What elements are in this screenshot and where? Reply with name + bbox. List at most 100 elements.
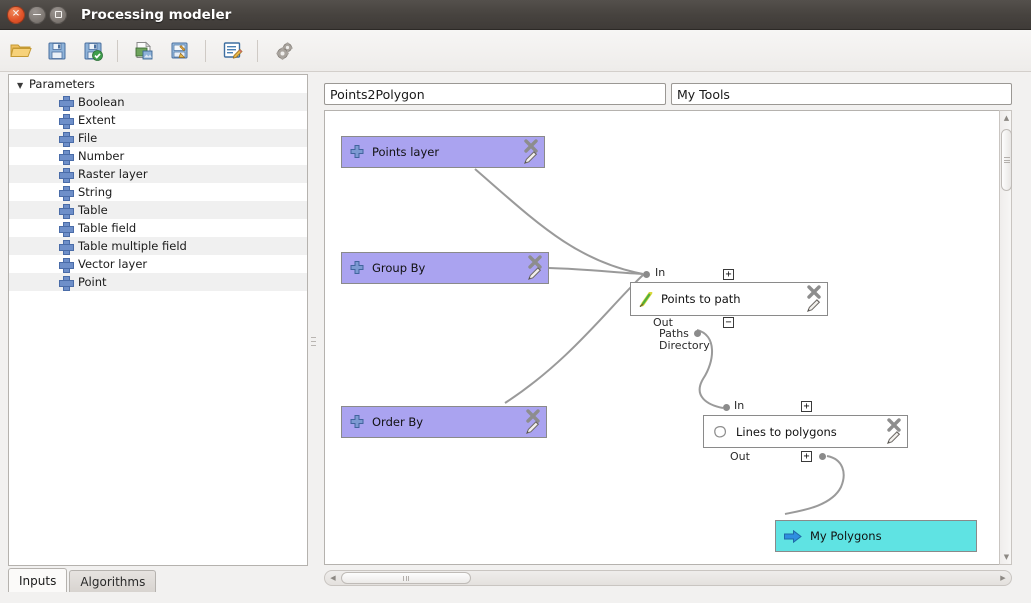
- title-bar: ✕ Processing modeler: [0, 0, 1031, 30]
- port-dot-ltp-in[interactable]: [723, 404, 730, 411]
- tree-item-point[interactable]: Point: [9, 273, 307, 291]
- edit-icon[interactable]: [805, 297, 822, 314]
- toolbar-separator: [117, 39, 118, 62]
- panel-splitter-handle[interactable]: [310, 325, 317, 357]
- run-model-button[interactable]: [270, 36, 300, 66]
- delete-icon[interactable]: [807, 285, 821, 299]
- tree-item-label: Table: [78, 203, 108, 217]
- port-label-ltp-in: In: [734, 399, 745, 412]
- splitter-grip-line: [311, 344, 316, 346]
- expander-ptp-out[interactable]: −: [723, 317, 734, 328]
- close-window-button[interactable]: ✕: [7, 5, 25, 24]
- node-points-layer-label: Points layer: [372, 145, 440, 159]
- edit-icon[interactable]: [524, 419, 541, 436]
- group-name-value: My Tools: [677, 86, 730, 102]
- tree-item-table[interactable]: Table: [9, 201, 307, 219]
- delete-icon[interactable]: [887, 418, 901, 432]
- close-icon: ✕: [11, 8, 21, 19]
- node-order-by[interactable]: Order By: [341, 406, 547, 438]
- export-image-button[interactable]: [130, 36, 160, 66]
- save-model-as-button[interactable]: [78, 36, 108, 66]
- toolbar-separator: [205, 39, 206, 62]
- node-lines-to-polygons[interactable]: Lines to polygons: [703, 415, 908, 448]
- window-controls: ✕: [7, 5, 67, 24]
- tree-item-file[interactable]: File: [9, 129, 307, 147]
- open-model-button[interactable]: [6, 36, 36, 66]
- link-points-layer-to-in: [474, 168, 644, 275]
- link-paths-to-lines-in: [696, 329, 724, 409]
- expander-ltp-out[interactable]: +: [801, 451, 812, 462]
- plus-parameter-icon: [350, 145, 364, 158]
- horizontal-scrollbar-thumb[interactable]: [341, 572, 471, 584]
- tree-item-raster-layer[interactable]: Raster layer: [9, 165, 307, 183]
- node-my-polygons[interactable]: My Polygons: [775, 520, 977, 552]
- tab-algorithms-label: Algorithms: [80, 574, 146, 589]
- tree-item-table-multiple-field[interactable]: Table multiple field: [9, 237, 307, 255]
- port-dot-ptp-in[interactable]: [643, 271, 650, 278]
- floppy-save-icon: [48, 42, 66, 59]
- plus-parameter-icon: [59, 239, 74, 255]
- model-name-input[interactable]: Points2Polygon: [324, 83, 666, 105]
- plus-parameter-icon: [59, 185, 74, 201]
- node-points-layer[interactable]: Points layer: [341, 136, 545, 168]
- vertical-scrollbar-thumb[interactable]: [1001, 129, 1012, 191]
- scrollbar-grip: [403, 575, 409, 581]
- tab-inputs[interactable]: Inputs: [8, 568, 68, 592]
- scroll-right-icon[interactable]: ▶: [1000, 574, 1006, 582]
- canvas-horizontal-scrollbar[interactable]: ◀ ▶: [324, 570, 1012, 586]
- tree-item-table-field[interactable]: Table field: [9, 219, 307, 237]
- splitter-grip-line: [311, 340, 316, 342]
- canvas-vertical-scrollbar[interactable]: ▲ ▼: [999, 110, 1012, 565]
- tree-item-number[interactable]: Number: [9, 147, 307, 165]
- tab-algorithms[interactable]: Algorithms: [69, 570, 157, 592]
- scrollbar-grip: [1003, 156, 1010, 165]
- group-name-input[interactable]: My Tools: [671, 83, 1012, 105]
- tree-item-string[interactable]: String: [9, 183, 307, 201]
- port-dot-ltp-out[interactable]: [819, 453, 826, 460]
- tree-item-extent[interactable]: Extent: [9, 111, 307, 129]
- link-order-by-to-in: [504, 274, 644, 404]
- maximize-icon: [54, 11, 62, 18]
- edit-icon[interactable]: [885, 429, 902, 446]
- tree-item-label: Boolean: [78, 95, 125, 109]
- plus-parameter-icon: [59, 257, 74, 273]
- tree-root-parameters[interactable]: ▼ Parameters: [9, 75, 307, 93]
- plus-parameter-icon: [350, 415, 364, 428]
- delete-icon[interactable]: [526, 409, 540, 423]
- minimize-icon: [33, 13, 41, 16]
- expander-ptp-in[interactable]: +: [723, 269, 734, 280]
- edit-help-button[interactable]: [218, 36, 248, 66]
- export-python-button[interactable]: [166, 36, 196, 66]
- node-group-by[interactable]: Group By: [341, 252, 549, 284]
- node-lines-to-polygons-label: Lines to polygons: [736, 424, 837, 439]
- maximize-window-button[interactable]: [49, 5, 67, 24]
- tree-item-vector-layer[interactable]: Vector layer: [9, 255, 307, 273]
- port-dot-ptp-out-paths[interactable]: [694, 330, 701, 337]
- link-group-by-to-in: [548, 267, 644, 275]
- scroll-left-icon[interactable]: ◀: [330, 574, 336, 582]
- node-group-by-label: Group By: [372, 261, 426, 275]
- delete-icon[interactable]: [524, 139, 538, 153]
- edit-icon[interactable]: [526, 265, 543, 282]
- export-script-icon: [171, 42, 188, 58]
- node-points-to-path-label: Points to path: [661, 292, 741, 306]
- node-points-to-path[interactable]: Points to path: [630, 282, 828, 316]
- chevron-down-icon[interactable]: ▼: [17, 80, 24, 90]
- delete-icon[interactable]: [528, 255, 542, 269]
- plus-parameter-icon: [59, 275, 74, 291]
- tree-item-boolean[interactable]: Boolean: [9, 93, 307, 111]
- save-model-button[interactable]: [42, 36, 72, 66]
- model-canvas[interactable]: Points layer Group By: [325, 111, 995, 564]
- tree-item-label: File: [78, 131, 98, 145]
- edit-help-icon: [223, 41, 243, 59]
- port-label-ptp-in: In: [655, 266, 666, 279]
- minimize-window-button[interactable]: [28, 5, 46, 24]
- edit-icon[interactable]: [522, 149, 539, 166]
- gears-run-icon: [276, 41, 293, 60]
- scroll-down-icon[interactable]: ▼: [1003, 553, 1010, 561]
- expander-ltp-in[interactable]: +: [801, 401, 812, 412]
- tab-inputs-label: Inputs: [19, 573, 57, 588]
- plus-parameter-icon: [59, 131, 74, 147]
- scroll-up-icon[interactable]: ▲: [1003, 114, 1010, 122]
